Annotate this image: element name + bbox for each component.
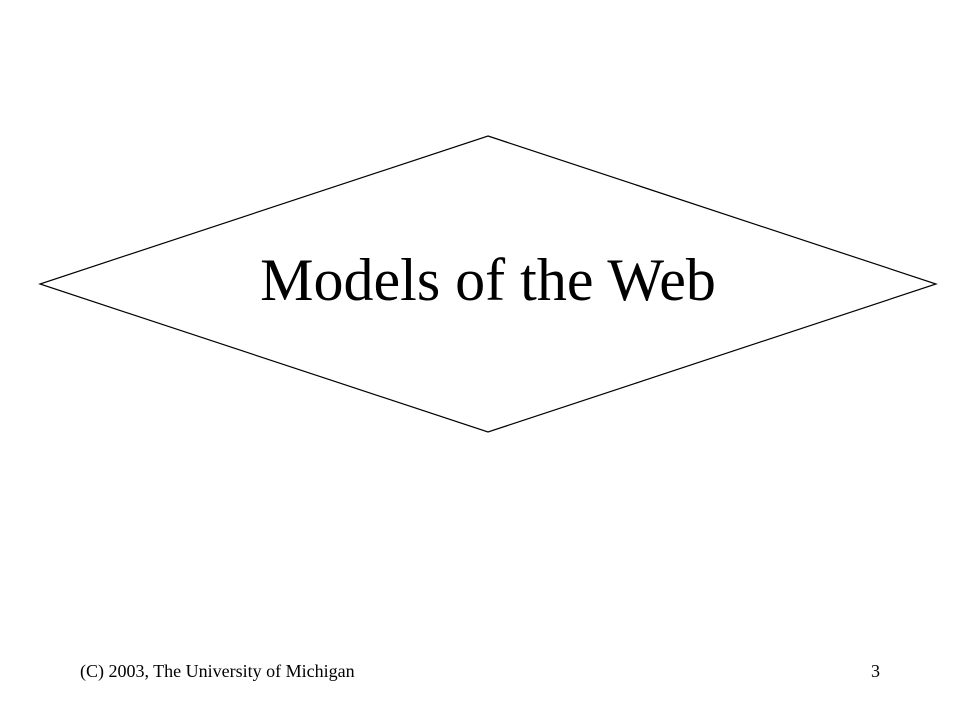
page-number: 3 [871,661,880,681]
diamond-outline [38,135,938,433]
footer-copyright: (C) 2003, The University of Michigan [80,661,355,681]
slide-title: Models of the Web [260,247,716,313]
